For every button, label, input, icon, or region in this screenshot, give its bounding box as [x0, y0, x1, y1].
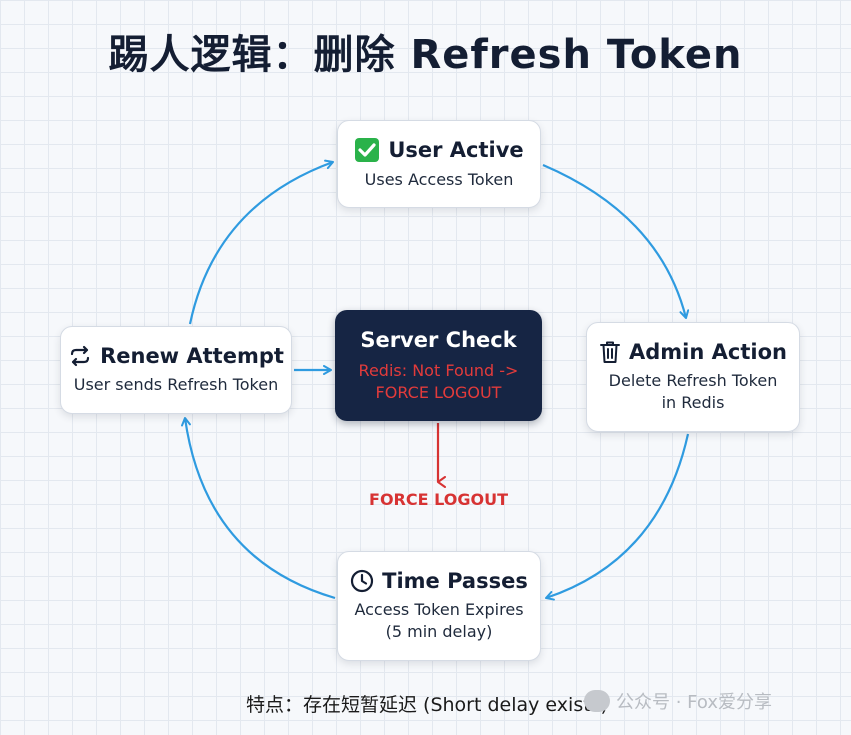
renew-attempt-heading: Renew Attempt — [100, 344, 284, 368]
arrow-time-to-renew — [181, 417, 336, 600]
server-check-desc-line1: Redis: Not Found -> — [358, 360, 519, 380]
diagram-title: 踢人逻辑：删除 Refresh Token — [108, 32, 743, 78]
watermark-text: 公众号 · Fox爱分享 — [616, 692, 772, 713]
user-active-heading: User Active — [388, 138, 524, 162]
arrow-user-to-admin — [542, 163, 690, 319]
node-admin-action: Admin Action Delete Refresh Token in Red… — [586, 322, 800, 432]
repeat-icon — [68, 344, 92, 368]
node-server-check: Server Check Redis: Not Found -> FORCE L… — [335, 310, 542, 421]
time-passes-desc-line2: (5 min delay) — [385, 622, 493, 641]
user-active-desc: Uses Access Token — [364, 170, 514, 189]
arrow-admin-to-time — [545, 433, 690, 601]
admin-action-desc-line2: in Redis — [661, 393, 725, 412]
node-renew-attempt: Renew Attempt User sends Refresh Token — [60, 326, 292, 414]
server-check-desc-line2: FORCE LOGOUT — [375, 382, 502, 402]
server-check-heading: Server Check — [360, 327, 517, 352]
admin-action-heading: Admin Action — [629, 340, 787, 364]
node-time-passes: Time Passes Access Token Expires (5 min … — [337, 551, 541, 661]
renew-attempt-desc: User sends Refresh Token — [73, 375, 279, 394]
time-passes-desc-line1: Access Token Expires — [354, 600, 524, 619]
wechat-icon — [584, 690, 610, 712]
arrow-renew-to-user — [188, 159, 334, 325]
check-icon — [354, 137, 380, 163]
time-passes-heading: Time Passes — [382, 569, 528, 593]
clock-icon — [350, 569, 374, 593]
force-logout-label: FORCE LOGOUT — [369, 490, 508, 509]
watermark: 公众号 · Fox爱分享 — [584, 688, 772, 714]
footer-note: 特点：存在短暂延迟 (Short delay exists) — [246, 694, 608, 716]
trash-icon — [599, 340, 621, 364]
admin-action-desc-line1: Delete Refresh Token — [608, 371, 778, 390]
node-user-active: User Active Uses Access Token — [337, 120, 541, 208]
